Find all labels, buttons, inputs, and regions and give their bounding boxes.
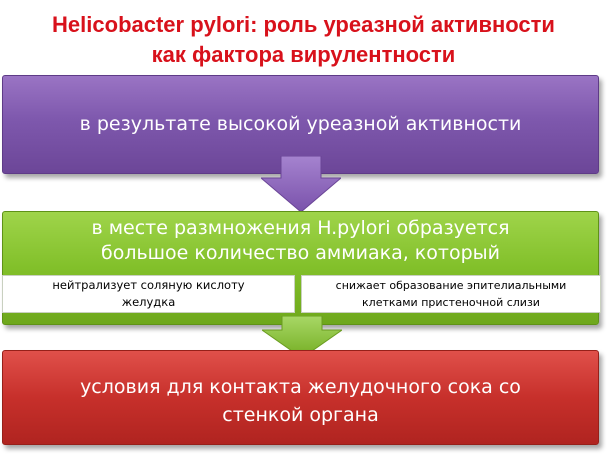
title-line-1: Helicobacter pylori: роль уреазной актив… — [52, 12, 555, 37]
step-box-contact-conditions: условия для контакта желудочного сока со… — [2, 350, 599, 445]
step-2-line-1: в месте размножения H.pylori образуется — [91, 217, 510, 239]
effect-1-line-1: нейтрализует соляную кислоту — [52, 278, 245, 292]
effect-box-reduce-mucus: снижает образование эпителиальными клетк… — [301, 275, 601, 313]
effect-1-line-2: желудка — [121, 295, 176, 309]
step-2-line-2: большое количество аммиака, который — [100, 242, 500, 264]
slide-title: Helicobacter pylori: роль уреазной актив… — [0, 10, 607, 70]
step-3-line-1: условия для контакта желудочного сока со — [80, 376, 521, 398]
step-3-text: условия для контакта желудочного сока со… — [3, 373, 598, 429]
step-2-text: в месте размножения H.pylori образуется … — [3, 216, 598, 266]
down-arrow-icon — [261, 156, 341, 212]
down-arrow-icon — [262, 316, 342, 358]
step-1-text: в результате высокой уреазной активности — [79, 113, 522, 135]
step-3-line-2: стенкой органа — [222, 404, 379, 426]
effect-2-line-2: клетками пристеночной слизи — [362, 296, 540, 309]
effect-2-line-1: снижает образование эпителиальными — [335, 279, 567, 292]
title-line-2: как фактора вирулентности — [151, 42, 456, 67]
effect-box-neutralize-acid: нейтрализует соляную кислоту желудка — [2, 275, 295, 313]
